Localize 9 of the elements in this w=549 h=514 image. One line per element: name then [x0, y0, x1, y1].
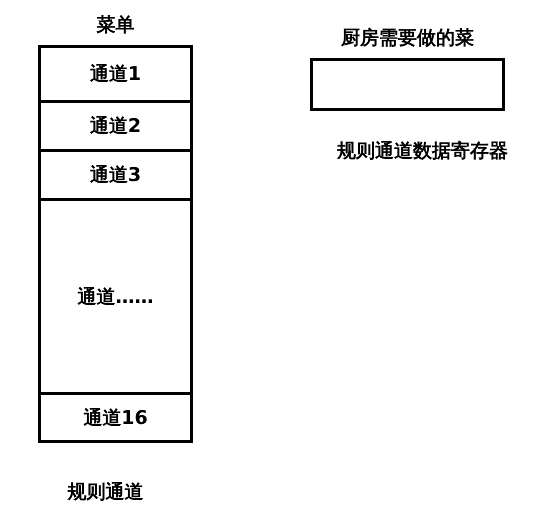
- heading: 菜单: [96, 13, 134, 38]
- node-label: 规则通道: [68, 480, 144, 505]
- channel-slot: 通道16: [41, 395, 190, 440]
- channel-slot: 通道2: [41, 103, 190, 152]
- channel-slot: 通道3: [41, 152, 190, 201]
- channel-slot: 通道……: [41, 201, 190, 395]
- node-label: 规则通道数据寄存器: [337, 139, 508, 164]
- channel-slot: 通道1: [41, 48, 190, 103]
- heading: 厨房需要做的菜: [341, 26, 474, 51]
